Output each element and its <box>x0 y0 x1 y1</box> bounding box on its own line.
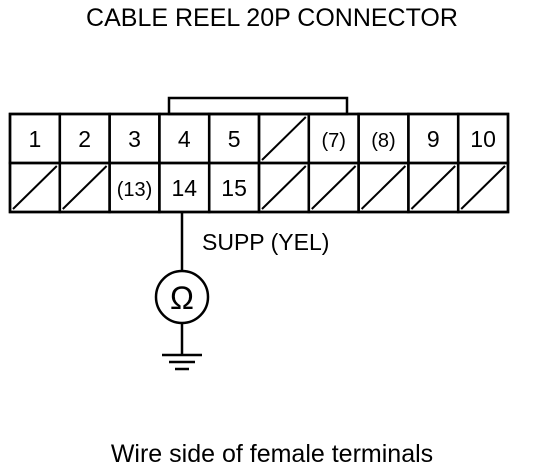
unused-terminal-slash <box>261 116 307 161</box>
terminal-label: 4 <box>178 126 191 152</box>
diagram-footer: Wire side of female terminals <box>110 440 434 468</box>
unused-terminal-slash <box>12 165 58 210</box>
ground-icon <box>162 353 202 371</box>
terminal-label: 14 <box>172 175 198 201</box>
wire-label: SUPP (YEL) <box>202 229 329 255</box>
unused-terminal-slash <box>410 165 456 210</box>
unused-terminal-slash <box>311 165 357 210</box>
terminal-label: (13) <box>117 179 153 201</box>
diagram-title: CABLE REEL 20P CONNECTOR <box>86 4 458 32</box>
terminal-label: 10 <box>470 126 496 152</box>
terminal-label: 2 <box>78 126 91 152</box>
terminal-label: (7) <box>321 130 345 152</box>
terminal-label: 15 <box>221 175 247 201</box>
terminal-label: 3 <box>128 126 141 152</box>
ohmmeter-icon: Ω <box>154 269 210 325</box>
connector-lock-tab <box>167 96 349 116</box>
unused-terminal-slash <box>261 165 307 210</box>
terminal-cell <box>456 161 510 214</box>
terminal-label: 9 <box>427 126 440 152</box>
unused-terminal-slash <box>460 165 506 210</box>
unused-terminal-slash <box>62 165 108 210</box>
terminal-cells: 1 2 3 4 5 (7) (8) 9 10 (13) 14 15 <box>8 112 510 214</box>
ohmmeter-symbol: Ω <box>170 280 194 316</box>
terminal-label: (8) <box>371 130 395 152</box>
unused-terminal-slash <box>360 165 407 210</box>
terminal-label: 5 <box>228 126 241 152</box>
terminal-label: 1 <box>29 126 42 152</box>
